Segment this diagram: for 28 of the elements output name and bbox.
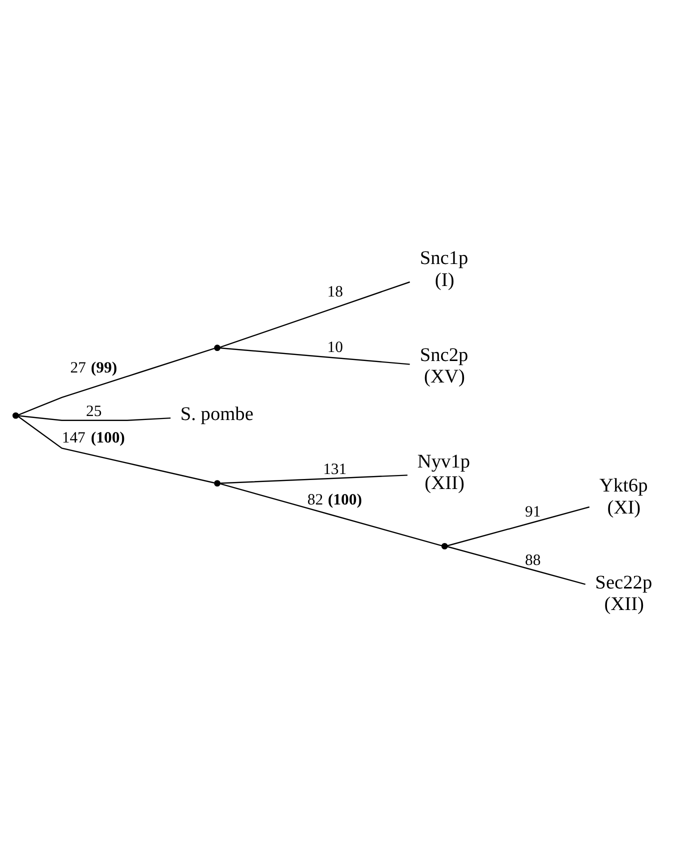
edge-label: 88 [525,552,541,569]
connector [220,347,410,365]
connector [18,348,214,416]
connector [220,483,442,546]
connector [220,281,410,348]
node-text: S. pombe [180,404,254,426]
node-point [214,344,220,352]
node-text: Nyv1p (XII) [417,451,470,494]
connector [18,416,214,484]
connector [220,474,408,484]
node-text: Snc1p (I) [420,248,468,291]
connector [447,546,586,585]
node-text: Sec22p (XII) [595,572,652,616]
connector [18,415,171,421]
edge-label: 10 [327,338,344,356]
node-text: Ykt6p (XI) [599,476,648,518]
node-point [441,542,448,550]
node-point [214,480,220,486]
node-text: Snc2p (XV) [420,344,468,388]
connector [447,506,590,546]
edge-label: 91 [525,503,541,520]
edge-label: 131 [323,461,347,478]
edge-label: 147 (100) [62,430,125,447]
edge-label: 27 (99) [70,360,118,377]
node-point [12,412,19,419]
edge-label: 18 [327,283,344,300]
edge-label: 82 (100) [307,491,362,508]
edge-label: 25 [86,403,102,420]
